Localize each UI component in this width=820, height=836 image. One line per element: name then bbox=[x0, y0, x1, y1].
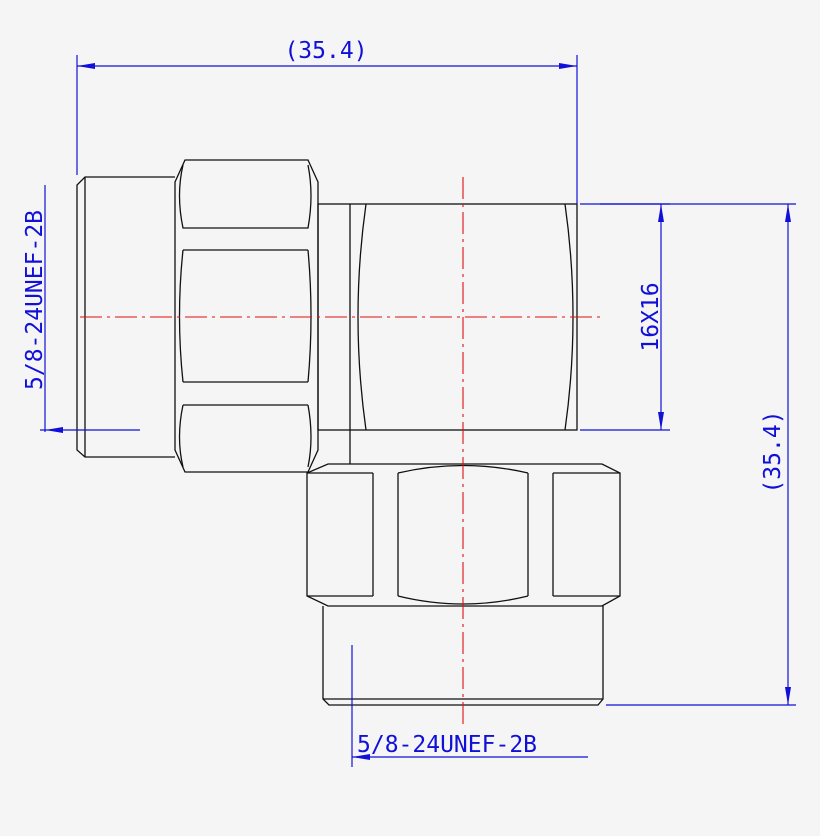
overall-height-label: (35.4) bbox=[760, 410, 786, 493]
hex-dimension: 16X16 bbox=[580, 203, 670, 431]
top-dimension: (35.4) bbox=[76, 38, 578, 204]
body bbox=[317, 203, 578, 464]
left-thread-callout: 5/8-24UNEF-2B bbox=[22, 185, 140, 433]
bottom-thread-callout: 5/8-24UNEF-2B bbox=[351, 645, 588, 767]
overall-width-label: (35.4) bbox=[284, 38, 367, 64]
bottom-cylinder bbox=[322, 606, 604, 706]
hex-size-label: 16X16 bbox=[638, 282, 664, 351]
left-thread-label: 5/8-24UNEF-2B bbox=[22, 210, 48, 390]
right-dimension: (35.4) bbox=[600, 203, 796, 706]
left-hex-nut bbox=[174, 159, 319, 473]
bottom-thread-label: 5/8-24UNEF-2B bbox=[357, 732, 537, 758]
